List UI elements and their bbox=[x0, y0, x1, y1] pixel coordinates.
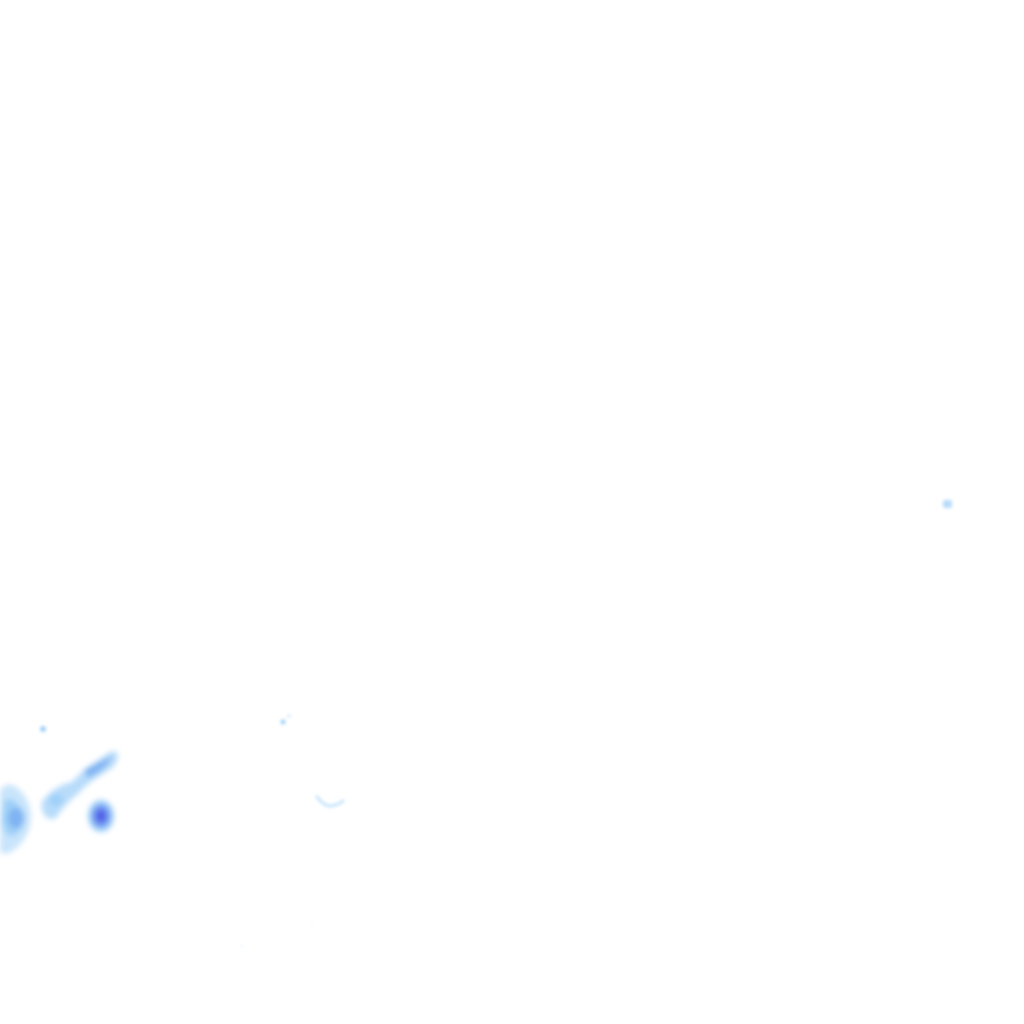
rain-speck bbox=[280, 719, 286, 725]
rain-band-inner bbox=[84, 756, 112, 778]
rain-specks bbox=[40, 500, 952, 948]
rain-speck bbox=[287, 714, 291, 718]
rain-speck bbox=[240, 944, 244, 948]
rain-speck bbox=[943, 500, 952, 508]
rain-cell-left-edge-core bbox=[8, 808, 24, 828]
rain-band-spot bbox=[49, 794, 63, 806]
rain-cell-intense-core bbox=[96, 810, 106, 822]
rain-speck bbox=[314, 794, 346, 808]
rain-speck bbox=[311, 923, 313, 925]
rain-band-diagonal bbox=[41, 751, 118, 820]
rain-cell-intense bbox=[88, 800, 114, 832]
rain-speck bbox=[40, 726, 46, 732]
rain-cell-left-edge bbox=[0, 784, 31, 854]
